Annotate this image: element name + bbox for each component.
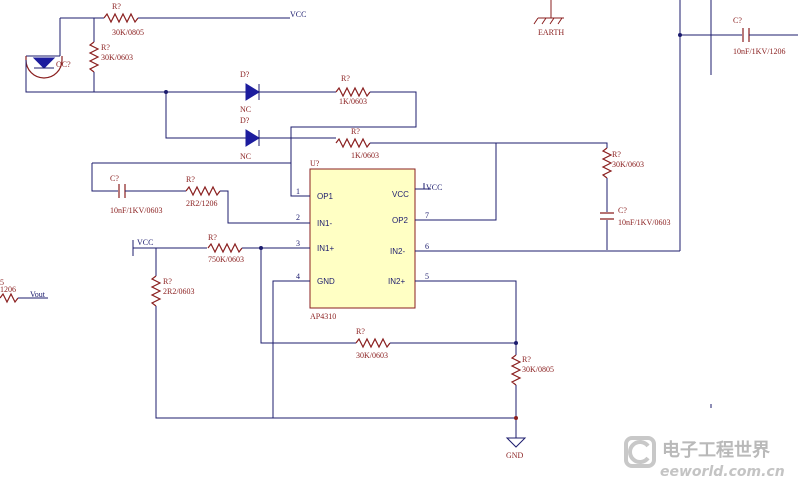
r-top-ref: R?	[112, 2, 121, 11]
in2-plus-network	[431, 280, 527, 448]
pin-5-name: IN2+	[388, 277, 405, 286]
edge-ref: 5	[0, 278, 4, 287]
r-gnd-value: 30K/0805	[522, 365, 554, 374]
diode-branches	[164, 83, 417, 180]
d2-value: NC	[240, 152, 251, 161]
r-d1-value: 1K/0603	[339, 97, 367, 106]
r-d2-ref: R?	[351, 127, 360, 136]
vout-label: Vout	[30, 290, 46, 299]
r-bias-value: 30K/0603	[356, 351, 388, 360]
c-top-right-value: 10nF/1KV/1206	[733, 47, 785, 56]
r-right-ref: R?	[612, 150, 621, 159]
in1-minus-network	[91, 162, 310, 224]
r-in-plus-ref: R?	[208, 233, 217, 242]
r-bias-ref: R?	[356, 327, 365, 336]
r-right-value: 30K/0603	[612, 160, 644, 169]
pin-8-name: VCC	[392, 190, 409, 199]
r-left-value: 2R2/0603	[163, 287, 195, 296]
vcc-pin-label: VCC	[426, 183, 442, 192]
r-left-ref: R?	[163, 277, 172, 286]
vcc-left-label: VCC	[137, 238, 153, 247]
vcc-top-label: VCC	[290, 10, 306, 19]
pin-5-num: 5	[425, 272, 429, 281]
watermark: 电子工程世界 eeworld.com.cn	[624, 436, 785, 480]
top-vcc-branch	[59, 12, 290, 92]
r-top-value: 30K/0805	[112, 28, 144, 37]
gnd-label: GND	[506, 451, 524, 460]
pin-1-name: OP1	[317, 192, 334, 201]
optocoupler-ref: OC?	[56, 60, 71, 69]
edge-value: 1206	[0, 285, 16, 294]
vout-branch	[0, 292, 48, 304]
r-in-plus-value: 750K/0603	[208, 255, 244, 264]
pin-3-name: IN1+	[317, 244, 334, 253]
d2-ref: D?	[240, 116, 250, 125]
r-d2-value: 1K/0603	[351, 151, 379, 160]
c-top-right-ref: C?	[733, 16, 742, 25]
pin-1-num: 1	[296, 187, 300, 196]
r-gnd-ref: R?	[522, 355, 531, 364]
ic-ref: U?	[310, 159, 320, 168]
c-right-value: 10nF/1KV/0603	[618, 218, 670, 227]
earth-label: EARTH	[538, 28, 564, 37]
pin-6-name: IN2-	[390, 247, 405, 256]
d1-ref: D?	[240, 70, 250, 79]
r-pullup-ref: R?	[101, 43, 110, 52]
op2-feedback-net	[370, 142, 680, 252]
right-bus	[678, 0, 798, 408]
optocoupler-symbol	[25, 55, 166, 93]
c-fb-ref: C?	[110, 174, 119, 183]
r-pullup-value: 30K/0603	[101, 53, 133, 62]
pin-4-name: GND	[317, 277, 335, 286]
pin-7-name: OP2	[392, 216, 409, 225]
d1-value: NC	[240, 105, 251, 114]
c-fb-value: 10nF/1KV/0603	[110, 206, 162, 215]
pin-4-num: 4	[296, 272, 300, 281]
pin-6-num: 6	[425, 242, 429, 251]
watermark-site: eeworld.com.cn	[660, 464, 785, 480]
watermark-cn: 电子工程世界	[662, 439, 770, 461]
earth-symbol	[533, 0, 564, 25]
pin-3-num: 3	[296, 239, 300, 248]
r-fb-value: 2R2/1206	[186, 199, 218, 208]
pin-2-name: IN1-	[317, 219, 332, 228]
ic-part: AP4310	[310, 312, 336, 321]
ic-ap4310	[291, 168, 431, 309]
r-fb-ref: R?	[186, 175, 195, 184]
eeworld-logo-icon	[624, 436, 656, 468]
r-d1-ref: R?	[341, 74, 350, 83]
c-right-ref: C?	[618, 206, 627, 215]
pin-7-num: 7	[425, 211, 429, 220]
pin-2-num: 2	[296, 213, 300, 222]
